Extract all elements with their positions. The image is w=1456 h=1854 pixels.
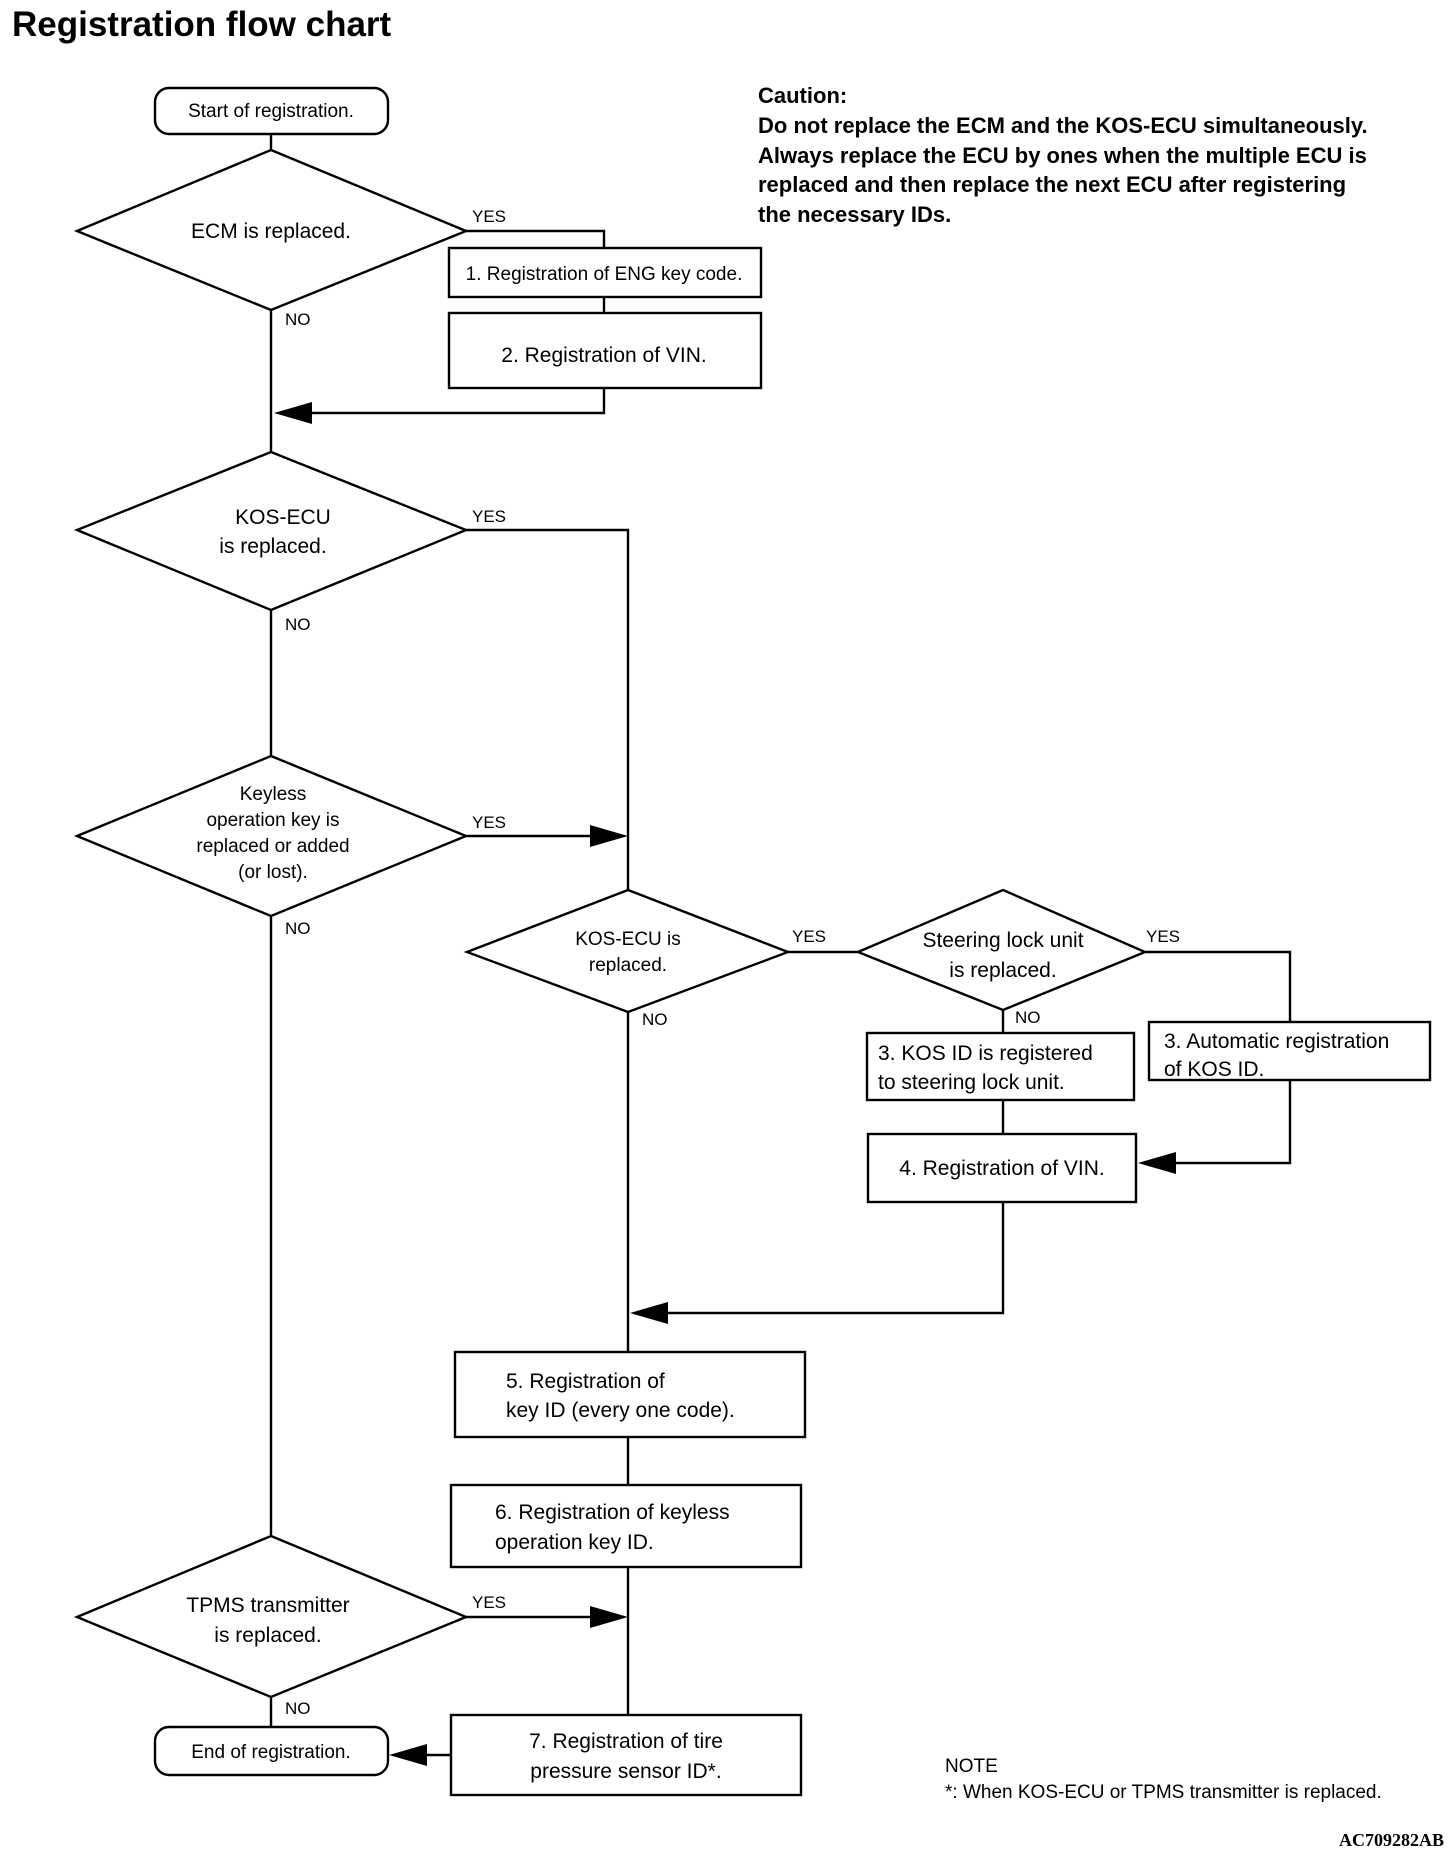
arrowhead-right xyxy=(590,825,628,847)
decision-label: TPMS transmitter xyxy=(186,1594,349,1617)
end-label: End of registration. xyxy=(191,1742,350,1763)
process-label: of KOS ID. xyxy=(1164,1058,1264,1081)
no-label: NO xyxy=(1015,1008,1041,1027)
page-title: Registration flow chart xyxy=(12,5,392,44)
yes-label: YES xyxy=(472,1593,506,1612)
process-label: operation key ID. xyxy=(495,1531,654,1554)
connector-lines xyxy=(269,134,1292,1757)
note-heading: NOTE xyxy=(945,1756,998,1777)
decision-label: KOS-ECU xyxy=(235,506,331,529)
decision-label: is replaced. xyxy=(214,1624,321,1647)
branch-labels: YES NO YES NO YES NO YES NO YES NO YES N… xyxy=(285,207,1180,1718)
decision-label: replaced or added xyxy=(196,836,349,857)
caution-heading: Caution: xyxy=(758,83,847,108)
process-keyless-key-id: 6. Registration of keyless operation key… xyxy=(449,1483,803,1569)
process-label: 7. Registration of tire xyxy=(529,1730,723,1753)
process-automatic-kos-id: 3. Automatic registration of KOS ID. xyxy=(1147,1020,1432,1082)
decision-kos-ecu-replaced-2: KOS-ECU is replaced. xyxy=(463,888,792,1014)
decision-steering-lock-unit: Steering lock unit is replaced. xyxy=(854,888,1149,1012)
process-label: pressure sensor ID*. xyxy=(530,1760,721,1783)
no-label: NO xyxy=(285,1699,311,1718)
decision-label: ECM is replaced. xyxy=(191,220,351,243)
decision-label: (or lost). xyxy=(238,862,308,883)
decision-label: replaced. xyxy=(589,955,667,976)
process-label: 1. Registration of ENG key code. xyxy=(466,264,743,285)
decision-kos-ecu-replaced: KOS-ECU is replaced. xyxy=(73,450,470,612)
process-label: key ID (every one code). xyxy=(506,1399,735,1422)
process-label: 3. Automatic registration xyxy=(1164,1030,1389,1053)
process-tire-pressure-sensor-id: 7. Registration of tire pressure sensor … xyxy=(449,1713,803,1797)
caution-block: Caution: Do not replace the ECM and the … xyxy=(758,83,1368,227)
decision-ecm-replaced: ECM is replaced. xyxy=(73,148,470,312)
no-label: NO xyxy=(285,919,311,938)
no-label: NO xyxy=(642,1010,668,1029)
process-label: 4. Registration of VIN. xyxy=(899,1157,1104,1180)
process-label: 2. Registration of VIN. xyxy=(501,344,706,367)
arrowhead-left xyxy=(274,402,312,424)
yes-label: YES xyxy=(792,927,826,946)
decision-keyless-key: Keyless operation key is replaced or add… xyxy=(73,754,470,918)
process-registration-vin-2: 4. Registration of VIN. xyxy=(866,1132,1138,1204)
yes-label: YES xyxy=(472,813,506,832)
start-label: Start of registration. xyxy=(188,101,354,122)
arrowhead-left xyxy=(1138,1152,1176,1174)
decision-tpms-transmitter: TPMS transmitter is replaced. xyxy=(73,1534,470,1699)
process-kos-id-steering: 3. KOS ID is registered to steering lock… xyxy=(865,1031,1136,1102)
arrowheads xyxy=(274,402,1176,1766)
decision-label: Steering lock unit xyxy=(922,929,1083,952)
arrowhead-left xyxy=(389,1744,427,1766)
arrowhead-right xyxy=(590,1606,628,1628)
no-label: NO xyxy=(285,310,311,329)
note-text: *: When KOS-ECU or TPMS transmitter is r… xyxy=(945,1782,1382,1803)
arrowhead-left xyxy=(630,1302,668,1324)
note-block: NOTE *: When KOS-ECU or TPMS transmitter… xyxy=(945,1756,1382,1803)
process-eng-key-code: 1. Registration of ENG key code. xyxy=(447,246,763,299)
decision-label: is replaced. xyxy=(219,535,326,558)
decision-label: is replaced. xyxy=(949,959,1056,982)
yes-label: YES xyxy=(1146,927,1180,946)
process-label: 6. Registration of keyless xyxy=(495,1501,730,1524)
process-label: 5. Registration of xyxy=(506,1370,665,1393)
process-key-id: 5. Registration of key ID (every one cod… xyxy=(453,1350,807,1439)
end-terminal: End of registration. xyxy=(153,1725,390,1777)
caution-line: Always replace the ECU by ones when the … xyxy=(758,143,1367,168)
decision-label: operation key is xyxy=(206,810,339,831)
yes-label: YES xyxy=(472,507,506,526)
process-registration-vin: 2. Registration of VIN. xyxy=(447,311,763,390)
process-label: 3. KOS ID is registered xyxy=(878,1042,1093,1065)
process-label: to steering lock unit. xyxy=(878,1071,1065,1094)
no-label: NO xyxy=(285,615,311,634)
decision-label: KOS-ECU is xyxy=(575,929,681,950)
decision-label: Keyless xyxy=(240,784,307,805)
caution-line: the necessary IDs. xyxy=(758,202,951,227)
caution-line: Do not replace the ECM and the KOS-ECU s… xyxy=(758,113,1368,138)
yes-label: YES xyxy=(472,207,506,226)
caution-line: replaced and then replace the next ECU a… xyxy=(758,172,1346,197)
start-terminal: Start of registration. xyxy=(153,86,390,136)
figure-code: AC709282AB xyxy=(1339,1830,1444,1850)
